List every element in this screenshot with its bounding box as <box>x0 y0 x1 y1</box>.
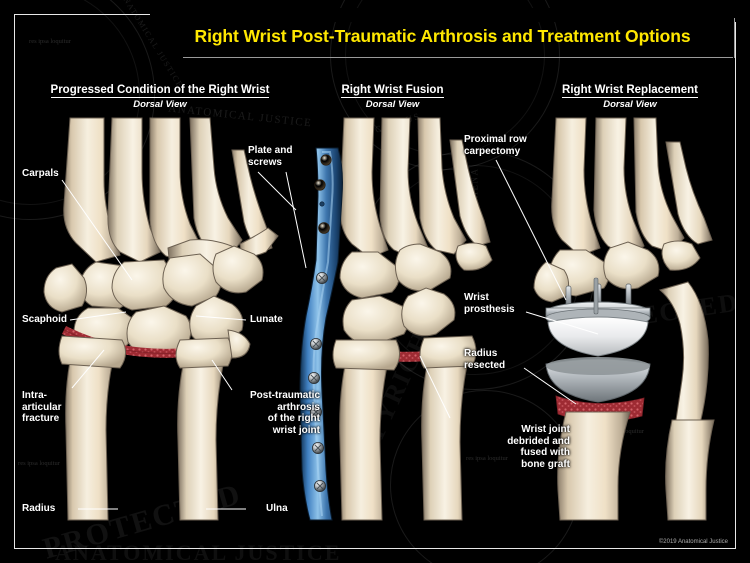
title-underline <box>183 56 733 58</box>
label-intra-articular-fracture: Intra- articular fracture <box>22 390 62 424</box>
label-plate-and-screws: Plate and screws <box>248 145 293 168</box>
copyright-notice: ©2019 Anatomical Justice <box>658 539 728 545</box>
radius-bone-left <box>65 343 117 521</box>
label-post-traumatic-arthrosis: Post-traumatic arthrosis of the right wr… <box>249 390 320 436</box>
title-block: Right Wrist Post-Traumatic Arthrosis and… <box>150 16 735 60</box>
label-carpals: Carpals <box>22 168 59 179</box>
prosthesis-stem <box>593 277 599 315</box>
radius-bone-center <box>339 351 391 521</box>
leader-intra-articular-fracture <box>71 349 105 389</box>
leader-plate-1 <box>257 171 297 211</box>
label-wrist-joint-fused: Wrist joint debrided and fused with bone… <box>507 424 570 470</box>
metacarpals-right <box>551 117 713 257</box>
label-radius-resected: Radius resected <box>464 348 506 371</box>
leader-plate-2 <box>285 171 307 269</box>
panel-progressed-condition-art <box>43 117 279 521</box>
label-scaphoid: Scaphoid <box>22 314 68 325</box>
panel-heading-fusion: Right Wrist Fusion Dorsal View <box>300 80 485 110</box>
metacarpals-center <box>339 117 491 259</box>
leader-radius-resected <box>523 367 577 405</box>
panel-heading-replacement: Right Wrist Replacement Dorsal View <box>530 80 730 110</box>
ulna-bone-center <box>421 351 471 521</box>
fusion-plate <box>299 147 343 521</box>
leader-lunate <box>195 315 247 321</box>
leader-proximal-row-carpectomy <box>495 159 567 301</box>
plate-screws <box>307 154 332 492</box>
panel-title-progressed-condition: Progressed Condition of the Right Wrist <box>50 84 270 98</box>
label-wrist-prosthesis: Wrist prosthesis <box>464 292 515 315</box>
label-proximal-row-carpectomy: Proximal row carpectomy <box>464 134 527 157</box>
panel-replacement-art <box>533 117 715 521</box>
ulna-bone-right <box>658 281 709 425</box>
leader-post-traumatic-arthrosis <box>211 359 233 391</box>
panel-title-replacement: Right Wrist Replacement <box>562 84 698 98</box>
label-lunate: Lunate <box>250 314 283 325</box>
panel-title-fusion: Right Wrist Fusion <box>341 84 444 98</box>
leader-scaphoid <box>69 311 127 321</box>
carpal-bones-distal-left <box>79 245 264 311</box>
panel-fusion-art <box>299 117 493 521</box>
ulna-bone-left <box>177 351 227 521</box>
title-edge-rule <box>733 18 735 58</box>
frame-title-gap <box>150 8 750 22</box>
page-title: Right Wrist Post-Traumatic Arthrosis and… <box>194 26 691 46</box>
label-ulna-left: Ulna <box>266 503 288 514</box>
leader-carpals <box>61 179 133 281</box>
metacarpals-left <box>63 117 273 263</box>
leader-wrist-joint-fused <box>419 355 451 419</box>
leader-lines <box>61 159 599 510</box>
label-radius-left: Radius <box>22 503 56 514</box>
panel-subtitle-fusion: Dorsal View <box>365 99 420 110</box>
leader-wrist-prosthesis <box>525 311 599 335</box>
carpal-bones-center <box>339 242 493 345</box>
panel-heading-progressed-condition: Progressed Condition of the Right Wrist … <box>20 80 300 110</box>
panel-subtitle-progressed-condition: Dorsal View <box>133 99 187 110</box>
radius-bone-right <box>557 411 631 521</box>
panel-subtitle-replacement: Dorsal View <box>603 99 657 110</box>
